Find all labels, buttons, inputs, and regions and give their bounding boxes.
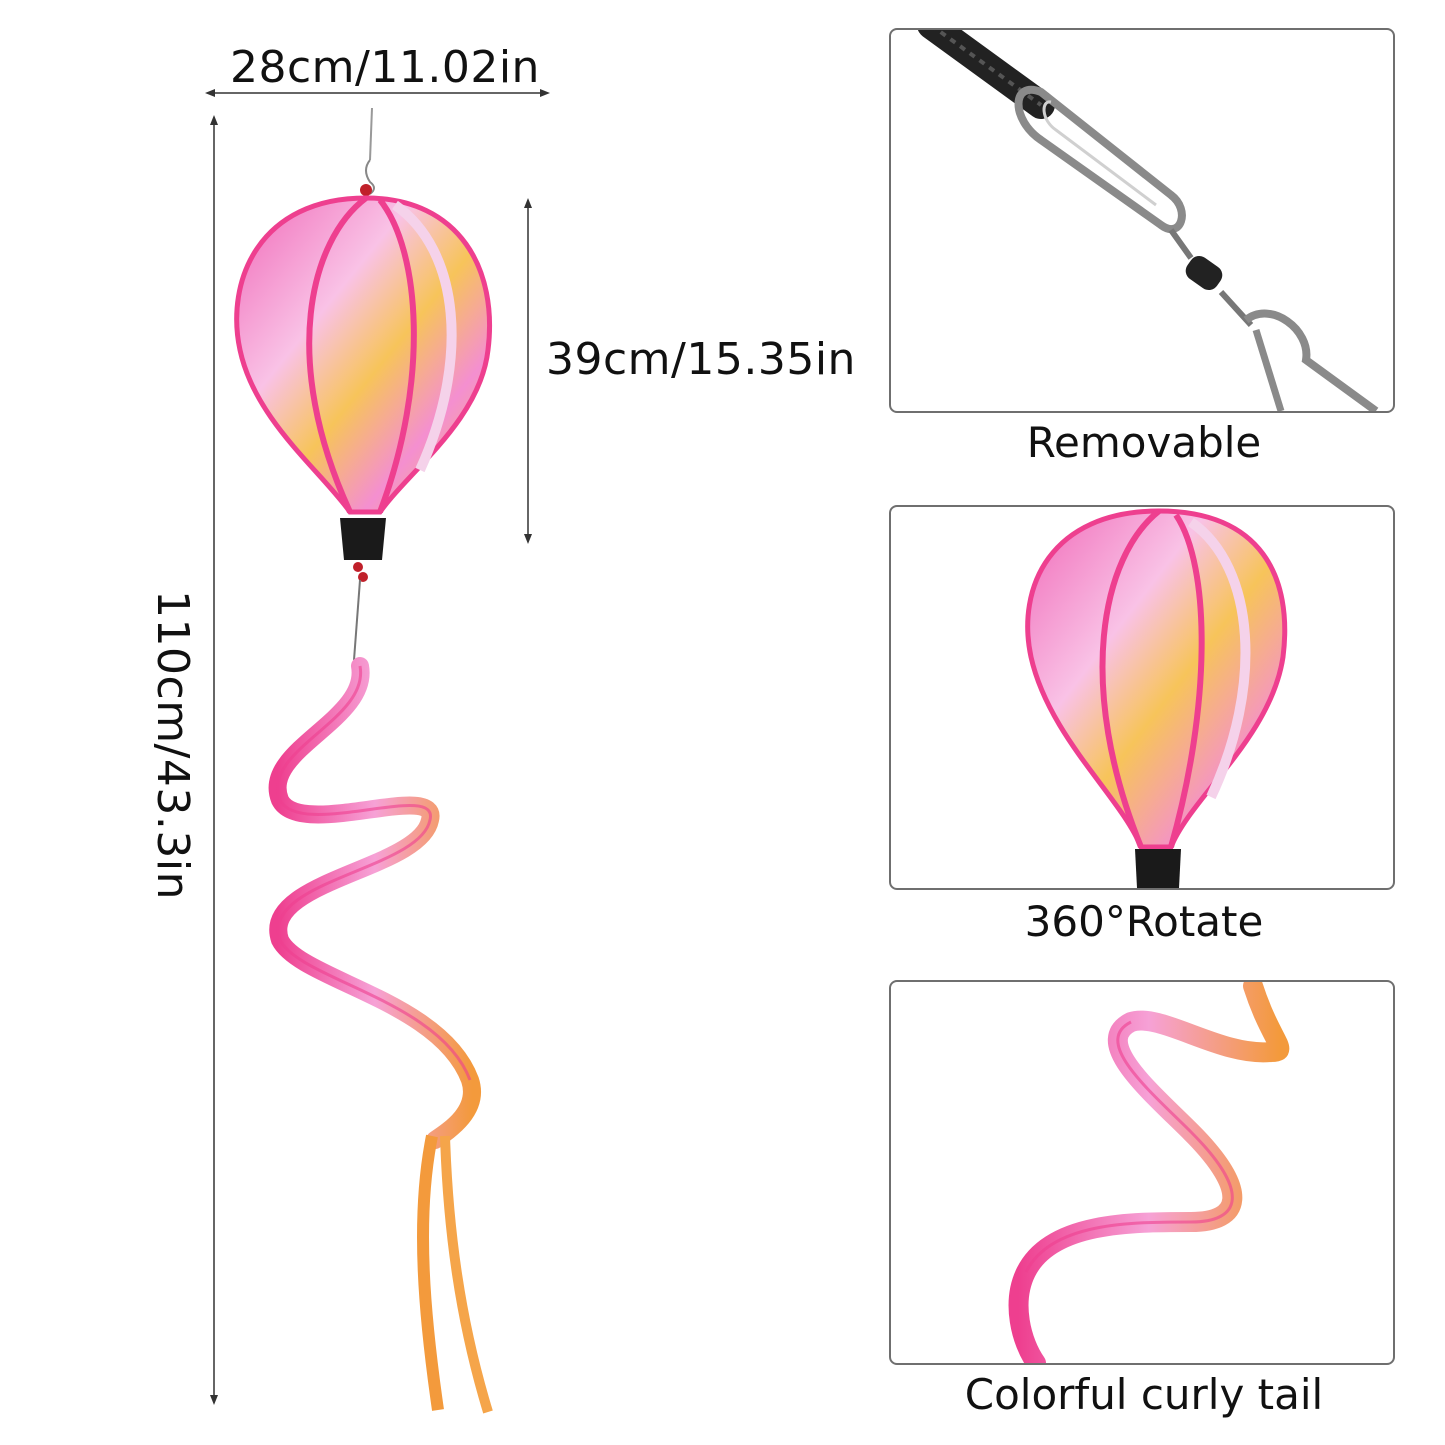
rotate-caption: 360°Rotate: [1024, 897, 1264, 946]
balloon-dimension-label: 39cm/15.35in: [546, 334, 856, 385]
width-dimension-label: 28cm/11.02in: [230, 42, 540, 93]
width-dimension-arrow: [205, 89, 550, 97]
curly-tail-panel: [889, 980, 1395, 1365]
height-dimension-arrow: [210, 115, 218, 1405]
curly-tail-caption: Colorful curly tail: [964, 1370, 1324, 1419]
rotate-panel: [889, 505, 1395, 890]
removable-caption: Removable: [1026, 418, 1262, 467]
curly-tail-icon: [1008, 982, 1290, 1363]
swivel-clip-icon: [918, 30, 1379, 411]
main-windsock-image: [234, 107, 493, 1414]
height-dimension-label: 110cm/43.3in: [147, 590, 198, 900]
balloon-icon: [1025, 508, 1288, 888]
removable-panel: [889, 28, 1395, 413]
balloon-dimension-arrow: [524, 198, 532, 544]
